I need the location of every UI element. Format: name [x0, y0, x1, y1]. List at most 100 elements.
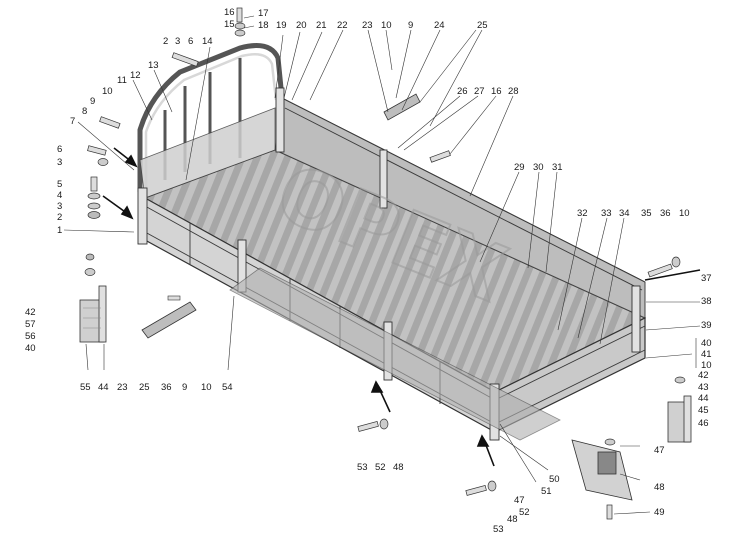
callout-36-bottom: 36	[161, 382, 172, 393]
callout-10-right: 10	[679, 208, 690, 219]
callout-9-bottom: 9	[182, 382, 187, 393]
callout-47-b: 47	[514, 495, 525, 506]
callout-37: 37	[701, 273, 712, 284]
callout-24: 24	[434, 20, 445, 31]
callout-40-left: 40	[25, 343, 36, 354]
callout-26: 26	[457, 86, 468, 97]
callout-33: 33	[601, 208, 612, 219]
right-mid-post	[379, 149, 388, 209]
callout-7: 7	[70, 116, 75, 127]
lock-assembly	[571, 438, 633, 520]
callout-56: 56	[25, 331, 36, 342]
callout-31: 31	[552, 162, 563, 173]
callout-48-a: 48	[393, 462, 404, 473]
callout-3: 3	[175, 36, 180, 47]
callout-53-b: 53	[493, 524, 504, 535]
callout-35: 35	[641, 208, 652, 219]
callout-13: 13	[148, 60, 159, 71]
callout-12: 12	[130, 70, 141, 81]
bolt-53-a	[357, 421, 379, 432]
washer-3	[87, 202, 101, 210]
callout-52-b: 52	[519, 507, 530, 518]
washer-3-left	[97, 158, 109, 166]
lock-bracket-right	[667, 376, 692, 443]
bolt-53-b	[465, 485, 487, 496]
washer-4	[87, 192, 101, 200]
nut-2	[87, 211, 101, 219]
callout-47-right: 47	[654, 445, 665, 456]
callout-49: 49	[654, 507, 665, 518]
callout-9: 9	[408, 20, 413, 31]
bolt-5	[90, 176, 98, 192]
callout-48-right: 48	[654, 482, 665, 493]
callout-42-right: 42	[698, 370, 709, 381]
callout-22: 22	[337, 20, 348, 31]
washer-18	[234, 29, 246, 37]
hinge-bolt	[167, 295, 181, 301]
callout-15: 15	[224, 19, 235, 30]
callout-17: 17	[258, 8, 269, 19]
callout-27: 27	[474, 86, 485, 97]
callout-41: 41	[701, 349, 712, 360]
callout-54: 54	[222, 382, 233, 393]
bolt-6-left	[87, 145, 107, 156]
callout-25: 25	[477, 20, 488, 31]
callout-48-b: 48	[507, 514, 518, 525]
callout-40-right: 40	[701, 338, 712, 349]
leader-lines	[63, 15, 701, 515]
callout-8: 8	[82, 106, 87, 117]
callout-10-right-b: 10	[701, 360, 712, 371]
callout-23: 23	[362, 20, 373, 31]
cab-guard	[137, 43, 285, 199]
lock-bracket-left	[79, 253, 107, 343]
nut-48-b	[487, 480, 497, 492]
bolt-16-mid	[429, 150, 451, 163]
callout-2: 2	[163, 36, 168, 47]
bolt-8	[99, 116, 121, 129]
exploded-hardware	[79, 7, 692, 520]
callout-9-left: 9	[90, 96, 95, 107]
callout-39: 39	[701, 320, 712, 331]
callout-23-bottom: 23	[117, 382, 128, 393]
hinge-plate-bottom	[141, 301, 197, 339]
callout-38: 38	[701, 296, 712, 307]
callout-5: 5	[57, 179, 62, 190]
callout-16: 16	[224, 7, 235, 18]
callout-46: 46	[698, 418, 709, 429]
callout-labels: 17 16 15 18 2 3 6 14 19 20 21 22 23 9 24…	[25, 7, 712, 535]
callout-16-mid: 16	[491, 86, 502, 97]
callout-52-a: 52	[375, 462, 386, 473]
callout-36: 36	[660, 208, 671, 219]
callout-1: 1	[57, 225, 62, 236]
hinge-plate-top	[383, 93, 421, 121]
callout-34: 34	[619, 208, 630, 219]
callout-29: 29	[514, 162, 525, 173]
callout-14: 14	[202, 36, 213, 47]
callout-57: 57	[25, 319, 36, 330]
callout-28: 28	[508, 86, 519, 97]
rear-right-post	[631, 285, 641, 353]
nut-48-a	[379, 418, 389, 430]
callout-10-top: 10	[381, 20, 392, 31]
callout-25-bottom: 25	[139, 382, 150, 393]
washer-15	[234, 22, 246, 30]
bolt-35	[647, 263, 673, 278]
assembly-arrows	[102, 147, 701, 467]
callout-18: 18	[258, 20, 269, 31]
sub-frame	[229, 267, 561, 441]
callout-43: 43	[698, 382, 709, 393]
callout-20: 20	[296, 20, 307, 31]
callout-42-left: 42	[25, 307, 36, 318]
callout-32: 32	[577, 208, 588, 219]
callout-6-left: 6	[57, 144, 62, 155]
callout-3-stack: 3	[57, 201, 62, 212]
callout-50: 50	[549, 474, 560, 485]
callout-44-right: 44	[698, 393, 709, 404]
bolt-6	[171, 52, 199, 67]
callout-44-left: 44	[98, 382, 109, 393]
callout-53-a: 53	[357, 462, 368, 473]
callout-55: 55	[80, 382, 91, 393]
front-right-post	[275, 87, 285, 153]
